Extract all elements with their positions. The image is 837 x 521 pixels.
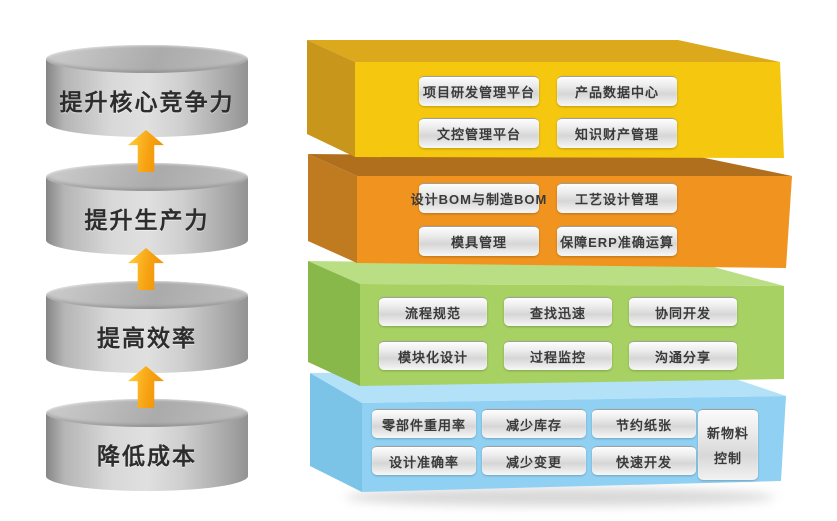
goal-cylinder-1: 提升核心竞争力 xyxy=(46,45,248,137)
layer1-side-face xyxy=(307,40,355,157)
goal-label: 降低成本 xyxy=(97,443,197,469)
layer3-modules: 流程规范 查找迅速 协同开发 模块化设计 过程监控 沟通分享 xyxy=(379,297,737,370)
goal-cylinder-4: 降低成本 xyxy=(46,399,248,491)
module-pill: 减少变更 xyxy=(482,446,586,475)
module-pill: 模具管理 xyxy=(419,226,539,256)
layer1-modules: 项目研发管理平台 产品数据中心 文控管理平台 知识财产管理 xyxy=(419,76,677,148)
module-pill: 文控管理平台 xyxy=(419,118,539,148)
module-pill: 查找迅速 xyxy=(504,297,612,326)
goal-label: 提高效率 xyxy=(97,325,197,351)
module-pill: 模块化设计 xyxy=(379,341,487,370)
ground-shadow xyxy=(345,488,775,506)
layer2-side-face xyxy=(308,154,357,263)
module-pill: 项目研发管理平台 xyxy=(419,76,539,106)
module-pill: 工艺设计管理 xyxy=(557,183,677,213)
module-box-line: 新物料 xyxy=(706,426,749,441)
module-pill: 产品数据中心 xyxy=(557,76,677,106)
goal-cylinder-2: 提升生产力 xyxy=(46,163,248,255)
layer2-modules: 设计BOM与制造BOM 工艺设计管理 模具管理 保障ERP准确运算 xyxy=(411,183,677,256)
goal-label: 提升生产力 xyxy=(84,207,210,233)
goal-cylinder-3: 提高效率 xyxy=(46,281,248,373)
module-box-new-material: 新物料 控制 xyxy=(698,409,758,480)
layer3-top-face xyxy=(308,261,784,286)
module-pill: 过程监控 xyxy=(504,341,612,370)
module-pill: 流程规范 xyxy=(379,297,487,326)
cylinder-top xyxy=(46,45,248,73)
module-pill: 保障ERP准确运算 xyxy=(557,226,677,256)
module-pill: 沟通分享 xyxy=(629,341,737,370)
layer1-top-face xyxy=(307,40,780,62)
layer4-modules: 零部件重用率 减少库存 节约纸张 设计准确率 减少变更 快速开发 xyxy=(372,409,696,475)
module-pill: 设计BOM与制造BOM xyxy=(411,183,546,213)
module-pill: 协同开发 xyxy=(629,297,737,326)
layer2-top-face xyxy=(308,154,792,176)
module-pill: 快速开发 xyxy=(592,446,696,475)
module-pill: 设计准确率 xyxy=(372,446,476,475)
module-pill: 知识财产管理 xyxy=(557,118,677,148)
module-box-line: 控制 xyxy=(713,451,742,466)
module-pill: 减少库存 xyxy=(482,409,586,438)
layer4-side-face xyxy=(310,373,362,492)
module-pill: 零部件重用率 xyxy=(372,409,476,438)
layer3-side-face xyxy=(308,261,360,386)
goal-label: 提升核心竞争力 xyxy=(59,89,235,115)
module-pill: 节约纸张 xyxy=(592,409,696,438)
